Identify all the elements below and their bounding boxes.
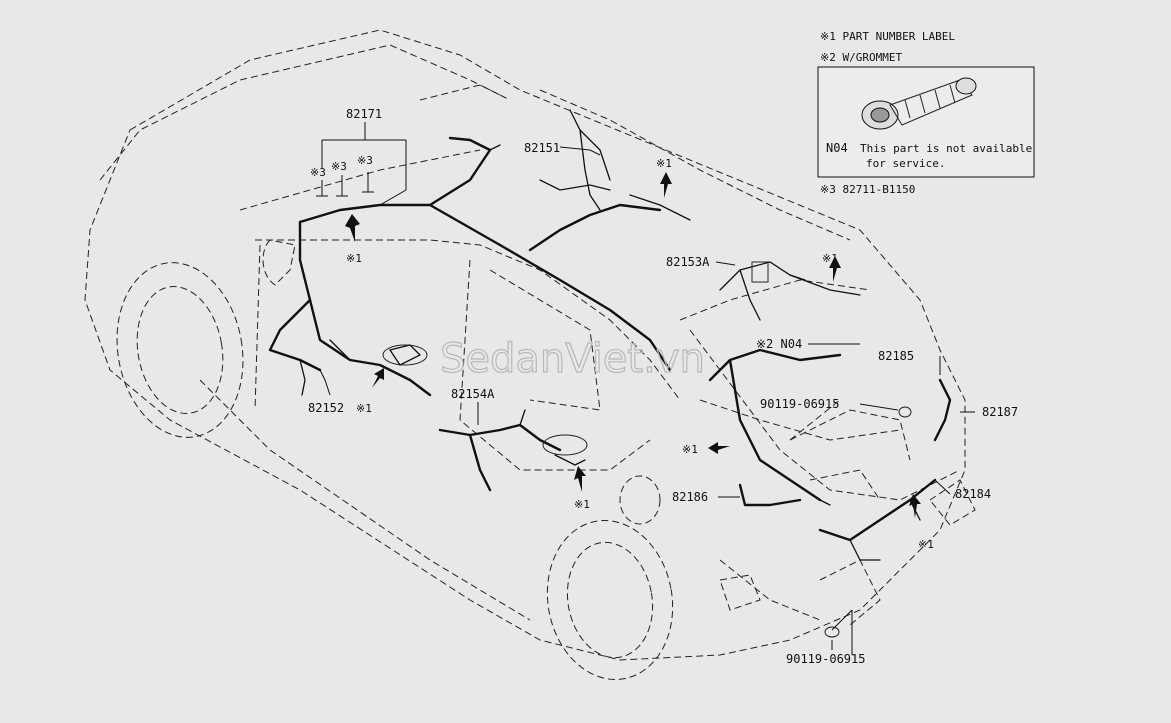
legend-box-code: N04 bbox=[826, 141, 848, 155]
callout-82171: 82171 bbox=[346, 107, 382, 121]
legend-box-text-2: for service. bbox=[866, 157, 945, 170]
mark-1-82151: ※1 bbox=[656, 157, 672, 170]
roof-harness-82171 bbox=[298, 136, 672, 372]
callout-82187: 82187 bbox=[982, 405, 1018, 419]
grommet-illustration bbox=[861, 77, 977, 130]
mark-1-82154A: ※1 bbox=[574, 498, 590, 511]
legend-box bbox=[817, 66, 1035, 178]
callout-82186: 82186 bbox=[672, 490, 708, 504]
leader-lines bbox=[316, 122, 975, 655]
callout-82152: 82152 bbox=[308, 401, 344, 415]
mark-1-82153A: ※1 bbox=[822, 252, 838, 265]
car-body-outline bbox=[84, 29, 976, 681]
mark-3b: ※3 bbox=[331, 160, 347, 173]
watermark: SedanViet.vn bbox=[440, 336, 705, 382]
legend-note2: ※2 W/GROMMET bbox=[820, 51, 902, 64]
harness-82186 bbox=[738, 483, 802, 507]
legend-text: ※1 PART NUMBER LABEL ※2 W/GROMMET N04 Th… bbox=[820, 30, 1032, 196]
mark-1-82152: ※1 bbox=[356, 402, 372, 415]
quarter-harness-82185 bbox=[708, 348, 842, 506]
floor-harness-82152 bbox=[268, 220, 432, 397]
callout-82154A: 82154A bbox=[451, 387, 495, 401]
label-arrows bbox=[345, 172, 921, 518]
harness-82187 bbox=[933, 378, 952, 442]
legend-note3: ※3 82711-B1150 bbox=[820, 183, 915, 196]
mark-3a: ※3 bbox=[310, 166, 326, 179]
callout-82185: 82185 bbox=[878, 349, 914, 363]
mark-1-82184: ※1 bbox=[918, 538, 934, 551]
back-door-harness-82153A bbox=[719, 261, 861, 321]
grommet-shapes bbox=[824, 403, 912, 650]
callout-82151: 82151 bbox=[524, 141, 560, 155]
roof-harness-82151 bbox=[528, 109, 691, 252]
callout-82153A: 82153A bbox=[666, 255, 710, 269]
legend-note1: ※1 PART NUMBER LABEL bbox=[820, 30, 955, 43]
callout-82185-ref: ※2 N04 bbox=[756, 337, 802, 351]
mark-3c: ※3 bbox=[357, 154, 373, 167]
mark-1-82171: ※1 bbox=[346, 252, 362, 265]
callout-90119-top: 90119-06915 bbox=[760, 397, 839, 411]
mark-1-82185: ※1 bbox=[682, 443, 698, 456]
part-callouts: 82171 ※3 ※3 ※3 ※1 82151 ※1 82153A ※1 821… bbox=[308, 107, 1018, 666]
rear-door-harness-82154A bbox=[438, 409, 588, 492]
legend-box-text-1: This part is not available bbox=[860, 142, 1032, 155]
callout-90119-bottom: 90119-06915 bbox=[786, 652, 865, 666]
callout-82184: 82184 bbox=[955, 487, 991, 501]
